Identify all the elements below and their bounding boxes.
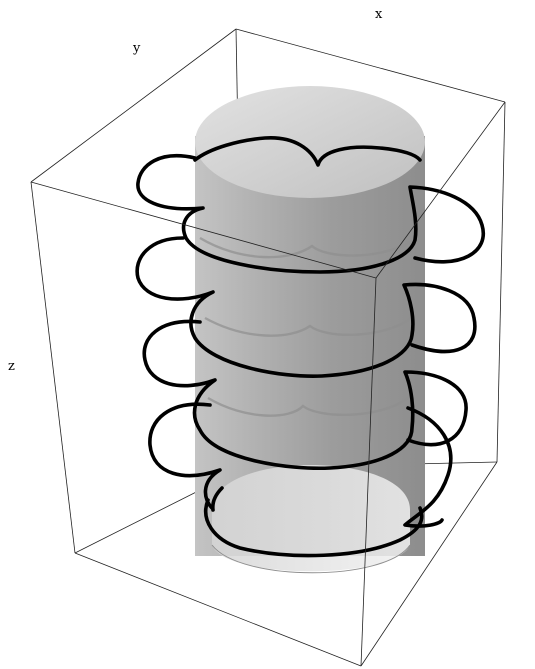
- curve-loop-1: [136, 154, 486, 274]
- axis-label-x: x: [375, 7, 383, 22]
- curve-loop-5: [403, 406, 453, 528]
- axis-label-z: z: [8, 359, 15, 374]
- box-edge: [360, 461, 498, 667]
- box-edge: [30, 28, 237, 183]
- inner-curve-trace: [199, 236, 419, 259]
- curve-loop-2: [135, 236, 477, 378]
- curve-loop-4: [148, 402, 222, 510]
- box-edge: [74, 552, 362, 667]
- box-edge: [360, 277, 377, 667]
- box-edge: [30, 181, 76, 554]
- axis-label-y: y: [132, 41, 141, 56]
- curve-cusp: [211, 486, 224, 512]
- cylinder-top-cap: [195, 86, 425, 198]
- bounding-box-front: [30, 101, 506, 667]
- helical-curve: [135, 136, 486, 558]
- box-edge: [30, 181, 377, 279]
- cylinder-surface: [195, 86, 425, 574]
- cylinder-bottom-cap: [212, 465, 410, 572]
- curve-segment: [193, 136, 422, 167]
- inner-curve-trace: [207, 396, 409, 417]
- curve-loop-6: [204, 498, 424, 558]
- inner-curve-trace: [204, 316, 413, 337]
- cylinder-bottom-edge: [211, 544, 411, 574]
- box-edge: [235, 28, 506, 103]
- box-edge: [375, 101, 506, 279]
- box-edge: [496, 101, 506, 463]
- curve-loop-3: [142, 319, 468, 471]
